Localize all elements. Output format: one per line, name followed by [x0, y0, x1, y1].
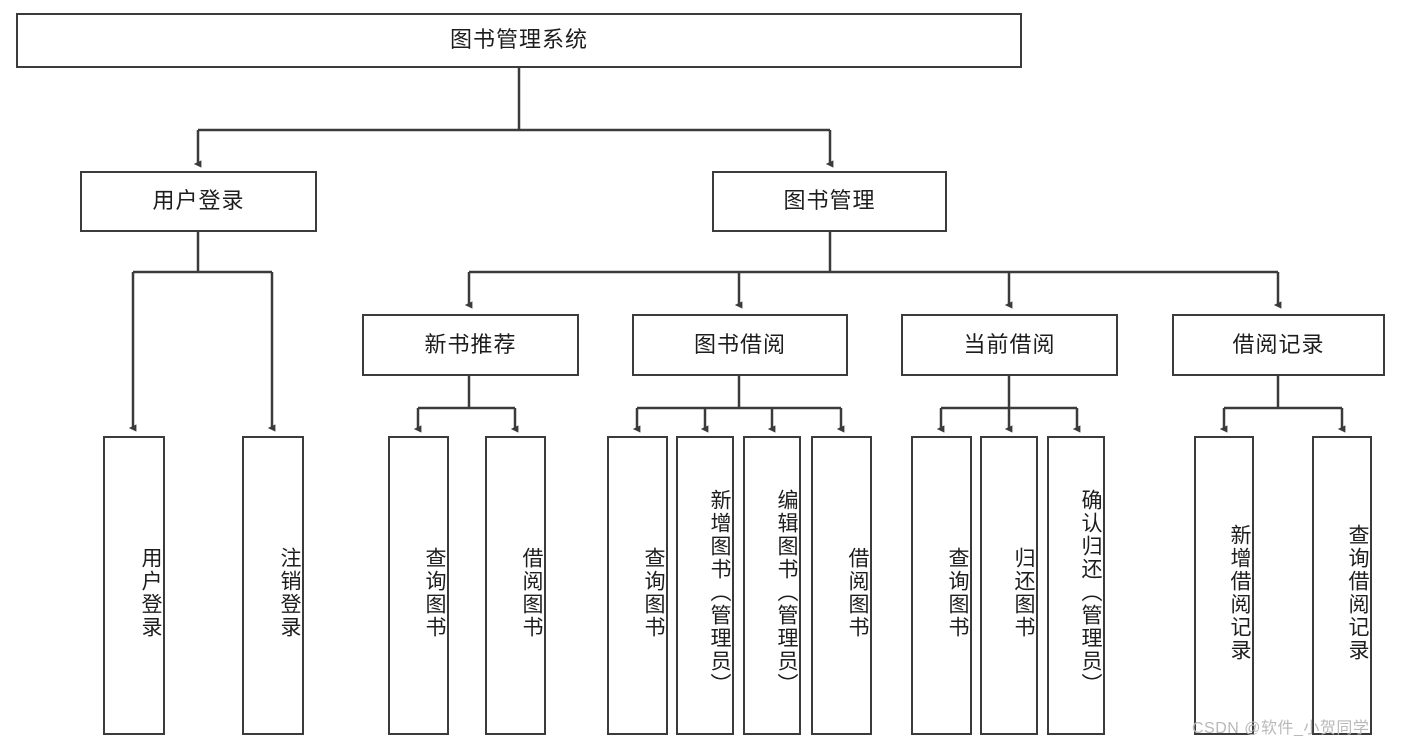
leaf-user-login-login[interactable]: 用户登录 [103, 436, 165, 735]
leaf-borrow-record-query-record[interactable]: 查询借阅记录 [1312, 436, 1372, 735]
leaf-new-book-borrow-books[interactable]: 借阅图书 [485, 436, 546, 735]
leaf-current-borrow-confirm-return-admin[interactable]: 确认归还（管理员） [1047, 436, 1105, 735]
node-new-book-recommendation[interactable]: 新书推荐 [362, 314, 579, 376]
leaf-new-book-query-books[interactable]: 查询图书 [388, 436, 449, 735]
leaf-current-borrow-return-books[interactable]: 归还图书 [980, 436, 1038, 735]
node-borrowing-record[interactable]: 借阅记录 [1172, 314, 1385, 376]
leaf-book-borrow-borrow-books[interactable]: 借阅图书 [811, 436, 872, 735]
leaf-borrow-record-add-record[interactable]: 新增借阅记录 [1194, 436, 1254, 735]
leaf-book-borrow-add-book-admin[interactable]: 新增图书（管理员） [676, 436, 734, 735]
node-current-borrowing[interactable]: 当前借阅 [901, 314, 1118, 376]
leaf-book-borrow-query-books[interactable]: 查询图书 [607, 436, 668, 735]
node-user-login[interactable]: 用户登录 [80, 171, 317, 232]
node-root-library-management-system[interactable]: 图书管理系统 [16, 13, 1022, 68]
node-book-borrowing[interactable]: 图书借阅 [632, 314, 848, 376]
node-book-management[interactable]: 图书管理 [712, 171, 947, 232]
leaf-user-login-logout[interactable]: 注销登录 [242, 436, 304, 735]
leaf-book-borrow-edit-book-admin[interactable]: 编辑图书（管理员） [743, 436, 801, 735]
leaf-current-borrow-query-books[interactable]: 查询图书 [911, 436, 972, 735]
